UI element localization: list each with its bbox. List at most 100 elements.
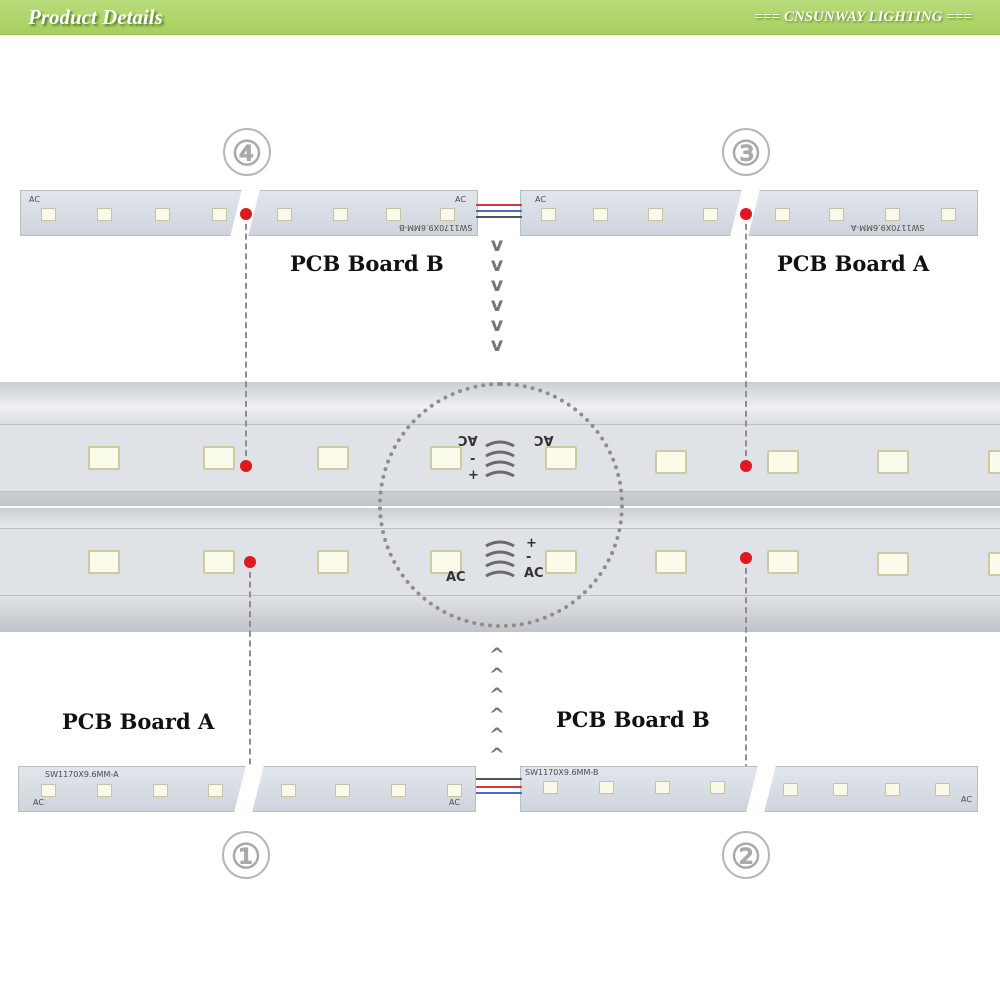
led-chip [703, 208, 718, 221]
label-bottom-left: PCB Board A [62, 709, 215, 734]
header-title: Product Details [28, 5, 163, 29]
led-chip [543, 781, 558, 794]
pcb-code: SW1170X9.6MM-A [851, 223, 925, 232]
led-chip [208, 784, 223, 797]
led-chip-large [877, 450, 909, 474]
led-chip [440, 208, 455, 221]
wire-dark [476, 216, 522, 218]
guide-line-2 [745, 558, 747, 780]
led-chip-large [317, 446, 349, 470]
guide-line-1 [249, 562, 251, 784]
led-chip [155, 208, 170, 221]
marker-dot [740, 208, 752, 220]
led-chip [41, 208, 56, 221]
up-arrow: ^ [489, 704, 505, 726]
label-top-left: PCB Board B [290, 251, 444, 276]
led-chip-large [655, 450, 687, 474]
down-arrow: v [490, 314, 504, 336]
pcb-text-ac: AC [535, 195, 546, 204]
wire-blue [476, 792, 522, 794]
down-arrow: v [490, 294, 504, 316]
led-chip [593, 208, 608, 221]
led-chip [386, 208, 401, 221]
down-arrow: v [490, 254, 504, 276]
led-chip-large [203, 446, 235, 470]
led-chip [885, 208, 900, 221]
marker-dot [740, 460, 752, 472]
joint-text-plus: + [468, 468, 479, 483]
joint-text-ac: AC [446, 570, 466, 585]
led-chip [935, 783, 950, 796]
joint-text-plus: + [526, 536, 537, 551]
led-chip [281, 784, 296, 797]
marker-2: ② [722, 831, 770, 879]
led-chip-large [988, 552, 1000, 576]
led-chip [277, 208, 292, 221]
marker-3: ③ [722, 128, 770, 176]
joint-text-ac: AC [534, 432, 554, 447]
marker-dot [740, 552, 752, 564]
marker-dot [240, 460, 252, 472]
label-bottom-right: PCB Board B [556, 707, 710, 732]
led-chip [41, 784, 56, 797]
led-chip-large [655, 550, 687, 574]
pcb-text-ac: AC [455, 195, 466, 204]
marker-dot [240, 208, 252, 220]
pcb-text-ac: AC [449, 798, 460, 807]
joint-text-minus: - [526, 550, 532, 565]
marker-dot [244, 556, 256, 568]
header-brand: === CNSUNWAY LIGHTING === [754, 9, 972, 25]
led-chip [775, 208, 790, 221]
pcb-text-ac: AC [961, 795, 972, 804]
wire-blue [476, 210, 522, 212]
pcb-text-ac: AC [29, 195, 40, 204]
up-arrow: ^ [489, 664, 505, 686]
pcb-text-ac: AC [33, 798, 44, 807]
led-chip [783, 783, 798, 796]
led-chip-large [767, 550, 799, 574]
led-chip-large [88, 550, 120, 574]
wire-dark [476, 778, 522, 780]
led-chip [391, 784, 406, 797]
led-chip [333, 208, 348, 221]
up-arrow: ^ [489, 684, 505, 706]
led-chip-large [88, 446, 120, 470]
label-top-right: PCB Board A [777, 251, 930, 276]
joint-text-ac: AC [524, 566, 544, 581]
zoom-detail-circle [378, 382, 624, 628]
led-chip [599, 781, 614, 794]
led-chip [941, 208, 956, 221]
joint-text-minus: - [470, 452, 476, 467]
joint-text-ac: AC [458, 432, 478, 447]
up-arrow: ^ [489, 744, 505, 766]
solder-joint-icon [485, 440, 515, 578]
led-chip-large [988, 450, 1000, 474]
led-chip-large [317, 550, 349, 574]
led-chip [655, 781, 670, 794]
wire-red [476, 786, 522, 788]
down-arrow: v [490, 274, 504, 296]
wire-red [476, 204, 522, 206]
header-banner: Product Details === CNSUNWAY LIGHTING ==… [0, 0, 1000, 35]
up-arrow: ^ [489, 644, 505, 666]
up-arrow: ^ [489, 724, 505, 746]
led-chip [648, 208, 663, 221]
led-chip [447, 784, 462, 797]
pcb-code: SW1170X9.6MM-A [45, 770, 119, 779]
guide-line-3 [745, 214, 747, 466]
led-chip [212, 208, 227, 221]
pcb-code: SW1170X9.6MM-B [399, 223, 473, 232]
led-chip [833, 783, 848, 796]
led-chip [97, 208, 112, 221]
led-chip [885, 783, 900, 796]
marker-4: ④ [223, 128, 271, 176]
led-chip [710, 781, 725, 794]
guide-line-4 [245, 214, 247, 466]
led-chip [97, 784, 112, 797]
led-chip [829, 208, 844, 221]
marker-1: ① [222, 831, 270, 879]
led-chip [541, 208, 556, 221]
led-chip-large [877, 552, 909, 576]
down-arrow: v [490, 234, 504, 256]
pcb-code: SW1170X9.6MM-B [525, 768, 599, 777]
